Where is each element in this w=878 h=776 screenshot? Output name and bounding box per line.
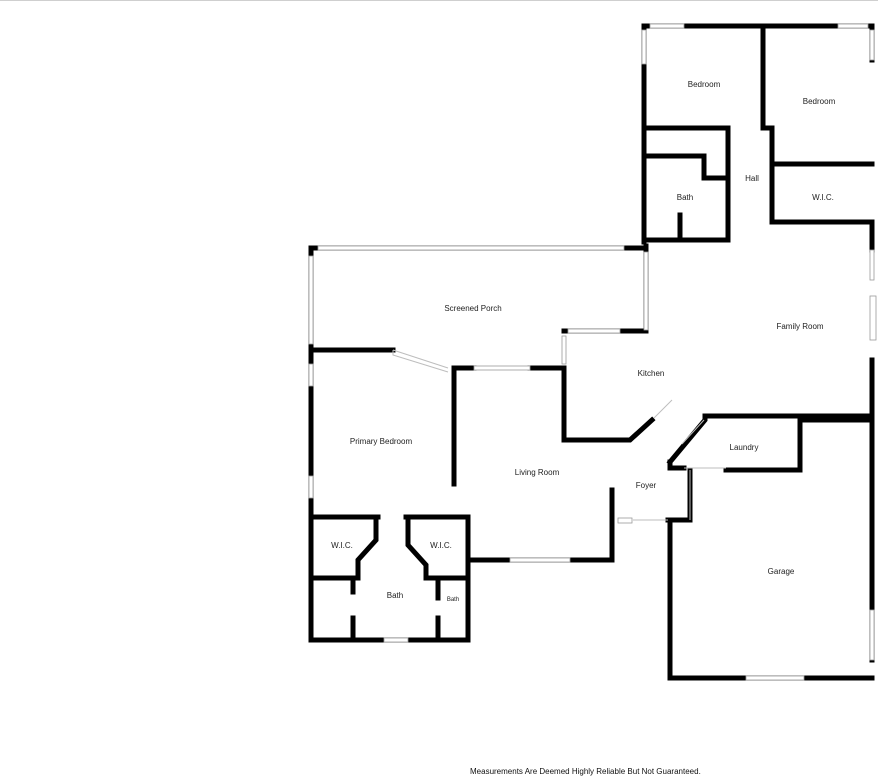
label-garage: Garage [768, 567, 795, 576]
label-wic-right: W.I.C. [430, 541, 452, 550]
label-bedroom-2: Bedroom [803, 97, 836, 106]
room-labels: Bedroom Bedroom Hall Bath W.I.C. Screene… [331, 80, 835, 603]
label-bath-primary: Bath [387, 591, 403, 600]
label-primary-bedroom: Primary Bedroom [350, 437, 413, 446]
walls [308, 23, 875, 681]
label-bath-small: Bath [447, 597, 459, 603]
doors [392, 349, 726, 521]
label-family-room: Family Room [776, 322, 823, 331]
label-hall: Hall [745, 174, 759, 183]
label-bath-upper: Bath [677, 193, 693, 202]
windows [308, 23, 877, 681]
label-bedroom-1: Bedroom [688, 80, 721, 89]
label-wic-upper: W.I.C. [812, 193, 834, 202]
label-screened-porch: Screened Porch [444, 304, 501, 313]
label-wic-left: W.I.C. [331, 541, 353, 550]
label-laundry: Laundry [730, 443, 759, 452]
disclaimer-text: Measurements Are Deemed Highly Reliable … [470, 767, 701, 776]
label-foyer: Foyer [636, 481, 657, 490]
label-kitchen: Kitchen [638, 369, 665, 378]
label-living-room: Living Room [515, 468, 560, 477]
